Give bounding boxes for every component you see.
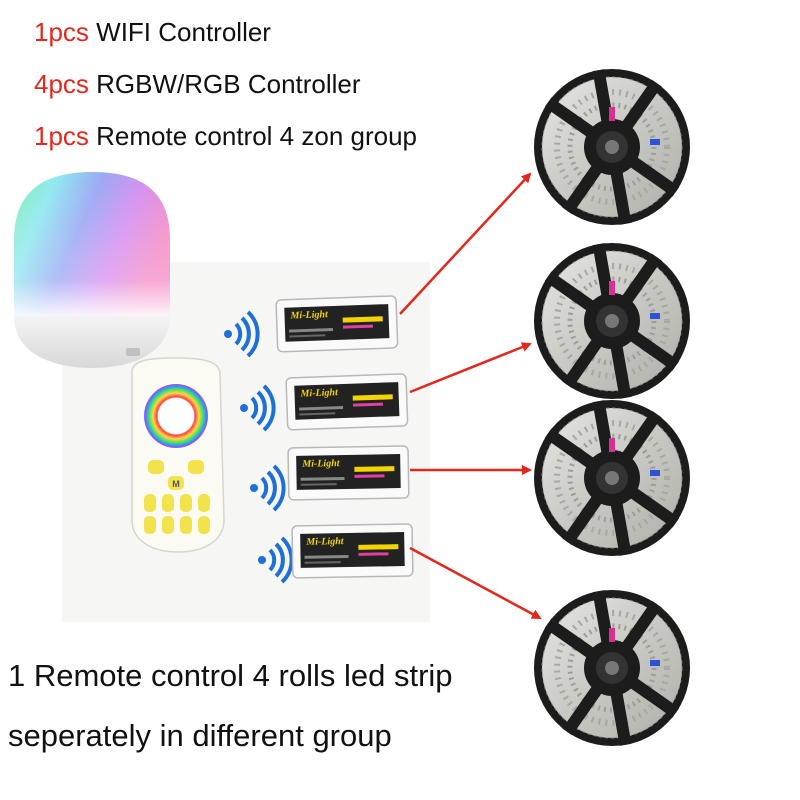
quantity-label: 4pcs: [34, 69, 89, 99]
arrow-connector: [399, 172, 532, 315]
controller-brand-label: Mi-Light: [301, 458, 341, 470]
wifi-signal-icon: [238, 384, 276, 432]
product-label: RGBW/RGB Controller: [96, 69, 361, 99]
product-label: WIFI Controller: [96, 17, 271, 47]
led-strip-reel-image: [534, 69, 690, 225]
remote-mode-button-label: M: [172, 479, 180, 489]
led-strip-reel-image: [534, 400, 690, 556]
led-strip-reel-image: [534, 590, 690, 746]
header-line-remote: 1pcs Remote control 4 zon group: [34, 123, 417, 149]
controller-brand-label: Mi-Light: [299, 387, 339, 399]
rgbw-controller-image: Mi-Light: [275, 295, 399, 353]
caption-line-2: seperately in different group: [8, 718, 392, 753]
arrow-connector: [409, 546, 542, 620]
rgbw-controller-image: Mi-Light: [291, 523, 414, 579]
quantity-label: 1pcs: [34, 17, 89, 47]
remote-control-image: M: [131, 357, 225, 553]
wifi-signal-icon: [248, 464, 286, 512]
rgbw-controller-image: Mi-Light: [287, 445, 410, 501]
wifi-signal-icon: [222, 310, 260, 358]
led-strip-reel-image: [534, 243, 690, 399]
rgbw-controller-image: Mi-Light: [285, 373, 409, 431]
header-line-wifi: 1pcs WIFI Controller: [34, 19, 271, 45]
caption-line-1: 1 Remote control 4 rolls led strip: [8, 658, 453, 693]
arrow-connector: [409, 342, 532, 394]
wifi-hub-image: [14, 172, 170, 368]
quantity-label: 1pcs: [34, 121, 89, 151]
wifi-signal-icon: [256, 536, 294, 584]
product-label: Remote control 4 zon group: [96, 121, 418, 151]
controller-brand-label: Mi-Light: [289, 309, 329, 321]
header-line-controller: 4pcs RGBW/RGB Controller: [34, 71, 361, 97]
controller-brand-label: Mi-Light: [305, 536, 345, 548]
